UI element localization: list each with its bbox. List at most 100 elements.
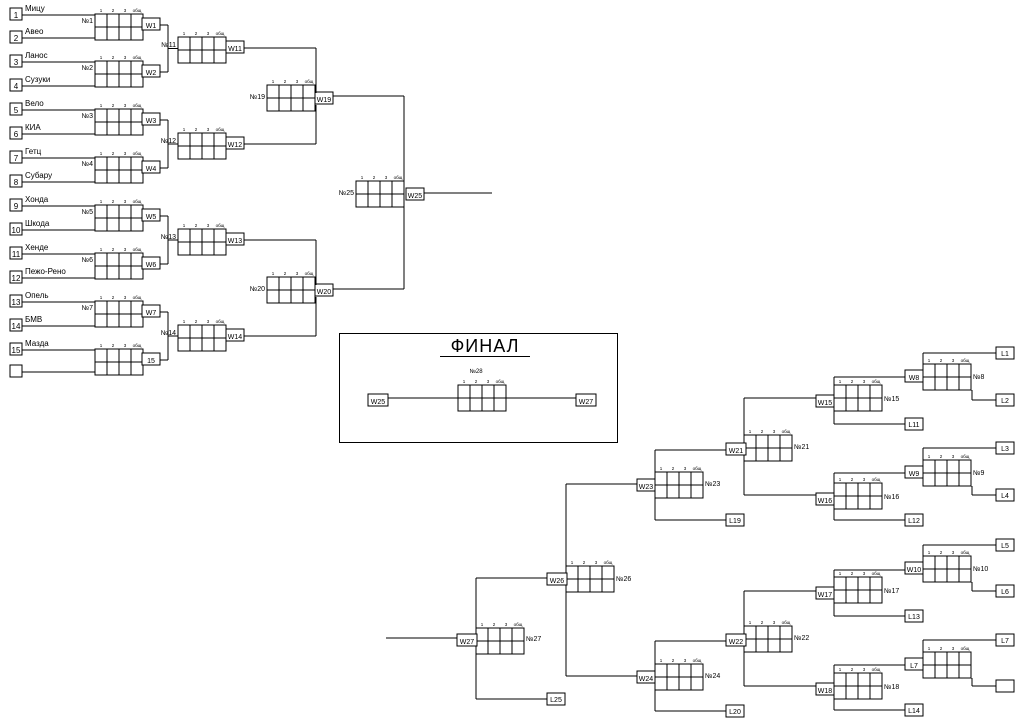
seed-number-box [9, 246, 23, 260]
score-header: 2 [195, 31, 198, 36]
score-header: 1 [839, 667, 842, 672]
seed-number-box [9, 126, 23, 140]
score-header: 2 [112, 343, 115, 348]
score-header: 3 [124, 151, 127, 156]
score-header: 2 [112, 295, 115, 300]
match-number: №1 [82, 18, 94, 25]
match-number: №25 [339, 190, 354, 197]
result-label: W25 [408, 193, 423, 200]
score-header: 2 [373, 175, 376, 180]
seed-number-box [9, 30, 23, 44]
seed-number: 9 [14, 202, 19, 211]
score-header: 1 [481, 622, 484, 627]
loser-label: L25 [550, 697, 562, 704]
team-name: КИА [25, 123, 41, 132]
result-label: W3 [146, 118, 157, 125]
score-header: 2 [940, 454, 943, 459]
team-name: Гетц [25, 147, 42, 156]
score-header: общ [496, 379, 505, 384]
seed-number: 8 [14, 178, 19, 187]
result-label: 15 [147, 358, 155, 365]
result-box [546, 572, 568, 586]
result-label: W11 [228, 46, 242, 53]
seed-number: 3 [14, 58, 19, 67]
result-box [141, 17, 161, 31]
score-header: 2 [761, 429, 764, 434]
loser-label: L19 [729, 518, 741, 525]
result-label: W14 [228, 334, 243, 341]
match-number: №28 [469, 368, 483, 375]
score-header: общ [216, 319, 225, 324]
result-label: W9 [909, 471, 920, 478]
score-header: 2 [284, 79, 287, 84]
final-entry-label: W25 [371, 399, 386, 406]
score-header: 2 [940, 646, 943, 651]
score-header: 1 [928, 550, 931, 555]
score-header: 1 [272, 79, 275, 84]
seed-number: 7 [14, 154, 19, 163]
result-label: W19 [317, 97, 332, 104]
result-box [815, 492, 835, 506]
score-header: 1 [571, 560, 574, 565]
score-header: общ [872, 667, 881, 672]
team-name: Сузуки [25, 75, 50, 84]
seed-number: 10 [12, 226, 21, 235]
final-entry-label: W27 [579, 399, 594, 406]
result-box [815, 682, 835, 696]
match-number: №21 [794, 444, 809, 451]
match-number: №18 [884, 684, 899, 691]
score-header: 1 [928, 454, 931, 459]
score-header: 3 [863, 477, 866, 482]
score-header: 2 [672, 466, 675, 471]
result-label: W24 [639, 676, 654, 683]
result-label: W1 [146, 23, 157, 30]
score-header: 2 [940, 358, 943, 363]
score-header: 1 [272, 271, 275, 276]
score-header: 1 [100, 55, 103, 60]
loser-box [546, 692, 566, 706]
result-box [225, 136, 245, 150]
score-header: 3 [773, 620, 776, 625]
score-header: 3 [207, 127, 210, 132]
score-header: 3 [863, 667, 866, 672]
score-header: 3 [124, 55, 127, 60]
score-header: 2 [851, 477, 854, 482]
score-header: 2 [761, 620, 764, 625]
score-header: общ [133, 295, 142, 300]
score-header: 2 [112, 8, 115, 13]
score-header: общ [216, 127, 225, 132]
match-number: №26 [616, 576, 631, 583]
score-header: 2 [672, 658, 675, 663]
loser-label: L7 [1001, 638, 1009, 645]
result-box [141, 304, 161, 318]
score-header: 3 [207, 31, 210, 36]
score-header: 3 [952, 646, 955, 651]
loser-label: L5 [1001, 543, 1009, 550]
team-name: Субару [25, 171, 52, 180]
result-box [725, 633, 747, 647]
score-header: 1 [749, 620, 752, 625]
score-header: 1 [100, 247, 103, 252]
score-header: 2 [112, 151, 115, 156]
final-entry-box [367, 393, 389, 407]
result-box [636, 478, 656, 492]
score-header: 2 [195, 223, 198, 228]
score-header: 3 [952, 358, 955, 363]
score-header: общ [782, 429, 791, 434]
score-header: общ [961, 358, 970, 363]
score-header: 3 [505, 622, 508, 627]
score-header: 2 [583, 560, 586, 565]
result-label: W8 [909, 375, 920, 382]
score-header: 2 [112, 199, 115, 204]
loser-label: L14 [908, 708, 920, 715]
match-number: №23 [705, 481, 720, 488]
result-label: W10 [907, 567, 922, 574]
loser-label: L4 [1001, 493, 1009, 500]
result-label: W12 [228, 142, 243, 149]
seed-number-box [9, 150, 23, 164]
team-name: Пежо-Рено [25, 267, 66, 276]
score-header: 1 [183, 223, 186, 228]
seed-number-box [9, 270, 23, 284]
score-header: 3 [124, 343, 127, 348]
loser-box [725, 704, 745, 718]
